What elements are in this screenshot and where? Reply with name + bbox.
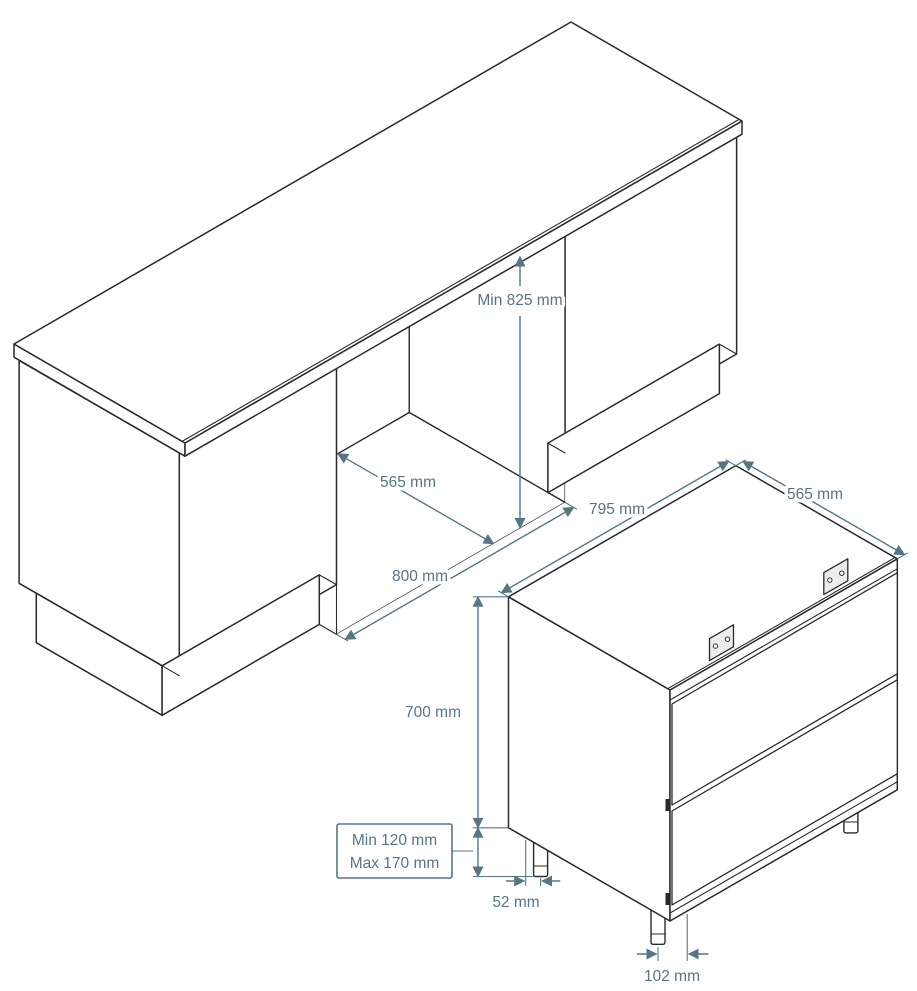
cutout-depth-label: 565 mm [380,474,436,491]
appliance-drawing [507,464,899,945]
carcass-top-line [669,568,898,701]
anti-tip-bracket-right [823,558,849,596]
dim-cutout-depth: 565 mm [337,453,495,545]
countertop-top [13,21,743,444]
dim-foot-side-offset: 52 mm [489,840,561,915]
appliance-width-label: 795 mm [589,501,645,518]
countertop-profile-line [181,118,740,442]
dim-cutout-width: 800 mm [336,501,578,642]
appliance-top-edge-line [667,556,896,690]
anti-tip-bracket-left [708,624,735,662]
base-lip-line [669,781,898,914]
lower-drawer-front [671,679,898,906]
dim-appliance-width: 795 mm [497,459,737,598]
foot-side-offset-label: 52 mm [492,894,539,911]
counter-drawing [13,21,743,717]
feet-max-label: Max 170 mm [350,855,440,872]
feet-range-note: Min 120 mm Max 170 mm [336,823,453,879]
appliance-depth-label: 565 mm [787,486,843,503]
dim-appliance-height: 700 mm [402,595,509,829]
upper-drawer-front [671,572,898,806]
appliance-height-label: 700 mm [405,704,461,721]
dim-feet-height: Min 120 mm Max 170 mm [336,823,534,879]
cutout-height-label: Min 825 mm [477,292,562,309]
dim-foot-front-offset: 102 mm [637,914,709,989]
left-plinth-step-lines [161,574,338,677]
cutout-width-label: 800 mm [392,568,448,585]
foot-front-offset-label: 102 mm [644,968,700,985]
feet-min-label: Min 120 mm [352,832,437,849]
dim-appliance-depth: 565 mm [735,459,908,560]
